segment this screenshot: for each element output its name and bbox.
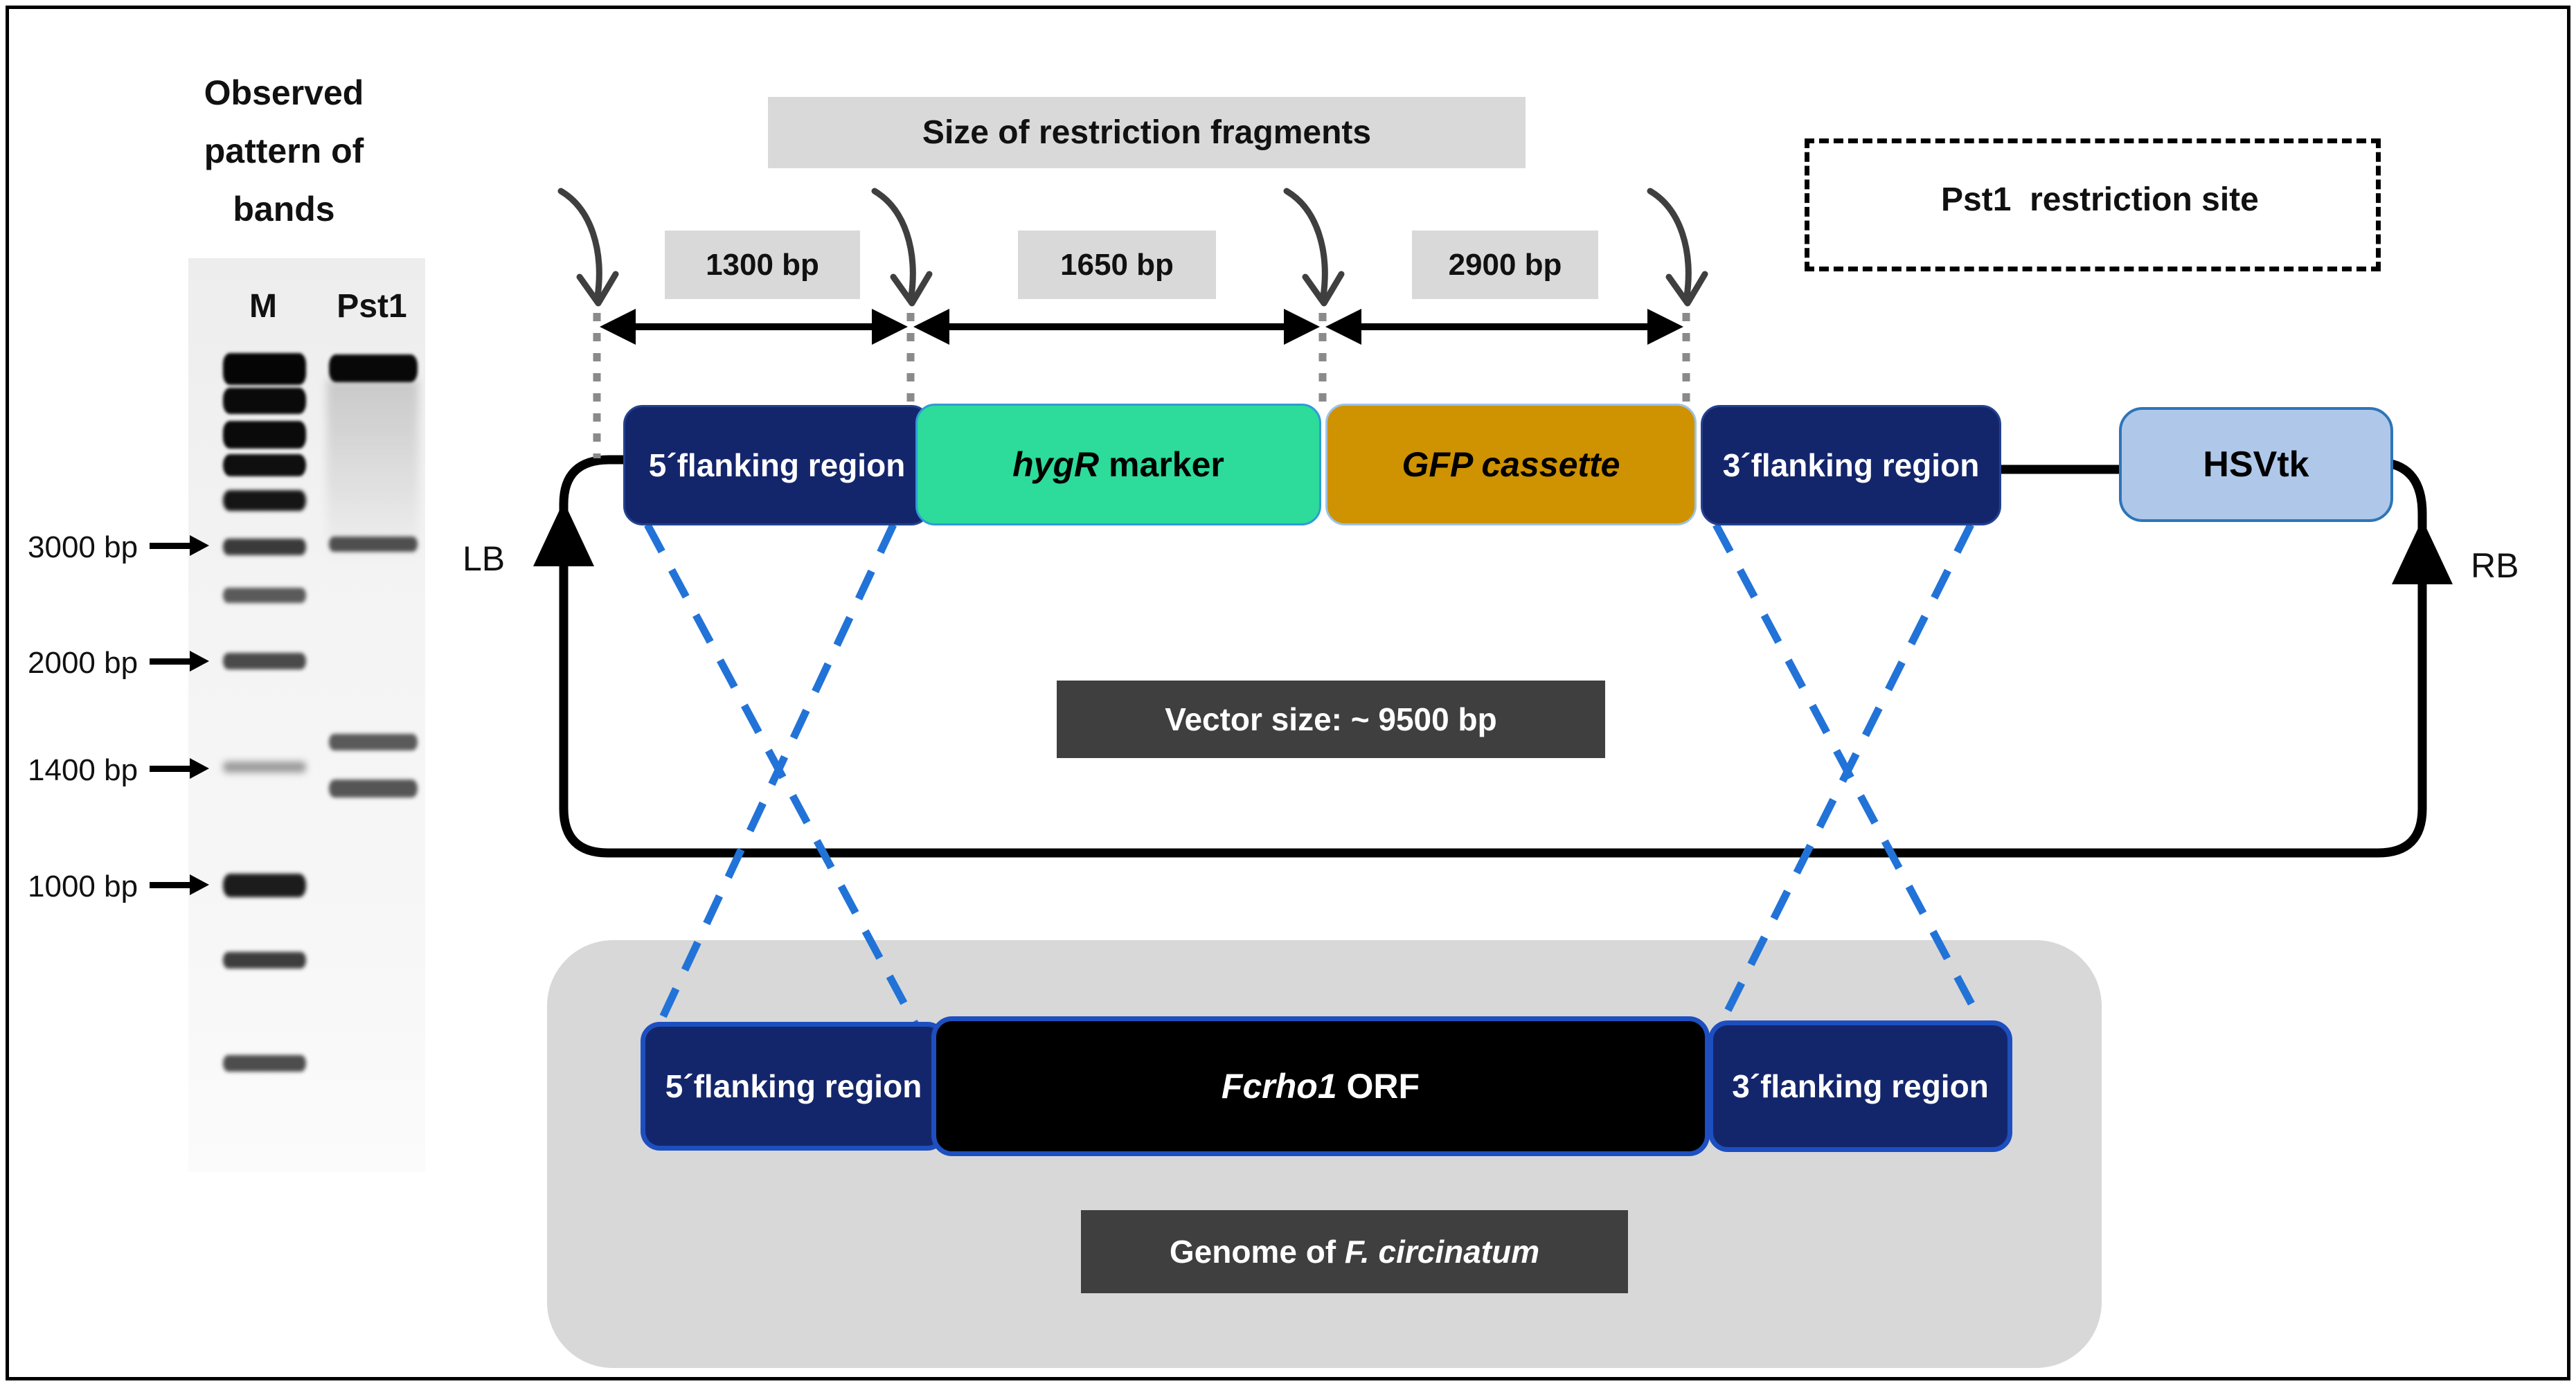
pst1-legend-label: Pst1 restriction site: [1941, 181, 2259, 218]
gel-band: [223, 874, 306, 897]
gel-band: [223, 762, 306, 773]
genome-label-prefix: Genome of: [1169, 1234, 1345, 1270]
vector-gfp-box: GFP cassette: [1325, 404, 1697, 525]
marker-lane-label: M: [249, 288, 277, 325]
orf-suffix-label: ORF: [1336, 1067, 1420, 1106]
vector-backbone-path: [559, 455, 2427, 858]
digest-lane-label: Pst1: [337, 288, 407, 325]
genome-orf-box: Fcrho1 ORF: [931, 1016, 1710, 1156]
fragment-size-chip: 1650 bp: [1018, 231, 1216, 299]
arrow-right-icon: [150, 758, 209, 779]
arrow-right-icon: [150, 651, 209, 672]
gel-band: [223, 353, 306, 385]
pst1-legend-box: Pst1 restriction site: [1805, 138, 2381, 271]
size-label: 1400 bp: [28, 753, 138, 787]
genome-label: Genome of F. circinatum: [1081, 1210, 1628, 1293]
genome-label-species: F. circinatum: [1344, 1234, 1540, 1270]
right-border-label: RB: [2471, 546, 2519, 585]
gel-band: [223, 539, 306, 555]
left-border-label: LB: [463, 539, 506, 578]
gel-band: [223, 454, 306, 476]
arrow-right-icon: [150, 535, 209, 556]
gel-band: [223, 952, 306, 969]
gel-band: [223, 421, 306, 449]
gel-band: [329, 780, 418, 798]
fragment-size-chip: 1300 bp: [665, 231, 860, 299]
gel-title: Observed pattern of bands: [204, 73, 364, 228]
gel-band: [223, 490, 306, 511]
vector-hsvtk-box: HSVtk: [2119, 407, 2393, 522]
arrow-right-icon: [150, 874, 209, 895]
gel-band: [329, 537, 418, 552]
gel-band: [329, 734, 418, 750]
vector-flank3-box: 3´flanking region: [1701, 405, 2001, 525]
gel-band: [223, 588, 306, 603]
vector-flank5-box: 5´flanking region: [623, 405, 931, 525]
genome-flank5-box: 5´flanking region: [641, 1022, 947, 1151]
size-label: 3000 bp: [28, 530, 138, 564]
rb-arrowhead: [2392, 519, 2453, 584]
size-label: 1000 bp: [28, 870, 138, 903]
size-label: 2000 bp: [28, 646, 138, 680]
gel-band: [223, 388, 306, 414]
vector-hygr-box: hygR marker: [915, 404, 1321, 525]
gel-band: [329, 354, 418, 382]
hygr-gene-label: hygR: [1012, 445, 1100, 484]
gel-smear: [327, 379, 418, 566]
gel-band: [223, 653, 306, 669]
lb-arrowhead: [533, 501, 594, 566]
gel-image: M Pst1: [188, 258, 425, 1172]
gel-band: [223, 1055, 306, 1072]
fragment-size-chip: 2900 bp: [1412, 231, 1598, 299]
recombination-cross-lines: [644, 523, 1985, 1027]
genome-flank3-box: 3´flanking region: [1708, 1020, 2012, 1152]
pst1-cut-lines: [593, 313, 1690, 458]
restriction-fragments-header: Size of restriction fragments: [768, 97, 1526, 168]
fragment-span-arrowheads: [600, 309, 1683, 345]
orf-gene-label: Fcrho1: [1221, 1067, 1337, 1106]
hygr-suffix-label: marker: [1099, 445, 1224, 484]
vector-size-label: Vector size: ~ 9500 bp: [1057, 681, 1605, 758]
